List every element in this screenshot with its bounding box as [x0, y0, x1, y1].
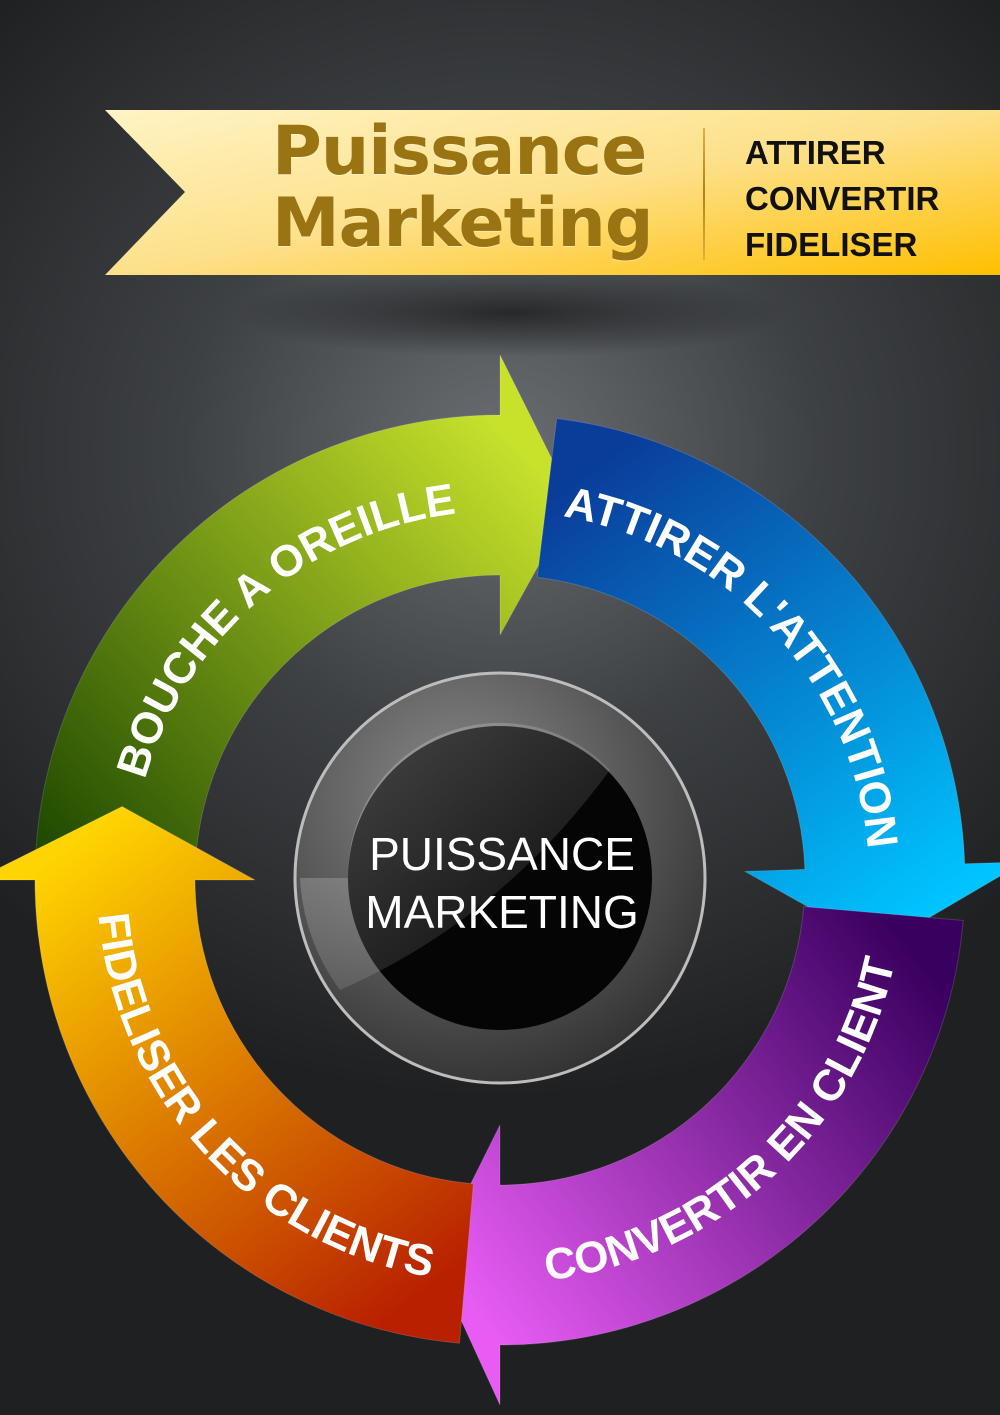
center-hub: PUISSANCE MARKETING — [293, 671, 707, 1085]
arrow-attirer-attention — [536, 417, 1000, 948]
arrow-fideliser-clients — [0, 805, 474, 1344]
banner-list-item: CONVERTIR — [745, 180, 940, 217]
banner-title-line1: Puissance — [272, 112, 647, 191]
banner-list-item: FIDELISER — [745, 226, 918, 263]
arrow-convertir-client — [432, 906, 964, 1406]
banner-title-line2: Marketing — [272, 184, 654, 263]
banner-shadow — [230, 268, 790, 358]
center-line1: PUISSANCE — [369, 828, 635, 880]
banner-divider — [703, 128, 705, 260]
title-banner — [105, 110, 1000, 275]
center-line2: MARKETING — [365, 886, 638, 938]
banner-list-item: ATTIRER — [745, 134, 886, 171]
ribbon-shape — [105, 110, 1000, 275]
arrow-bouche-a-oreille — [34, 354, 575, 938]
hub-gloss — [300, 722, 610, 990]
